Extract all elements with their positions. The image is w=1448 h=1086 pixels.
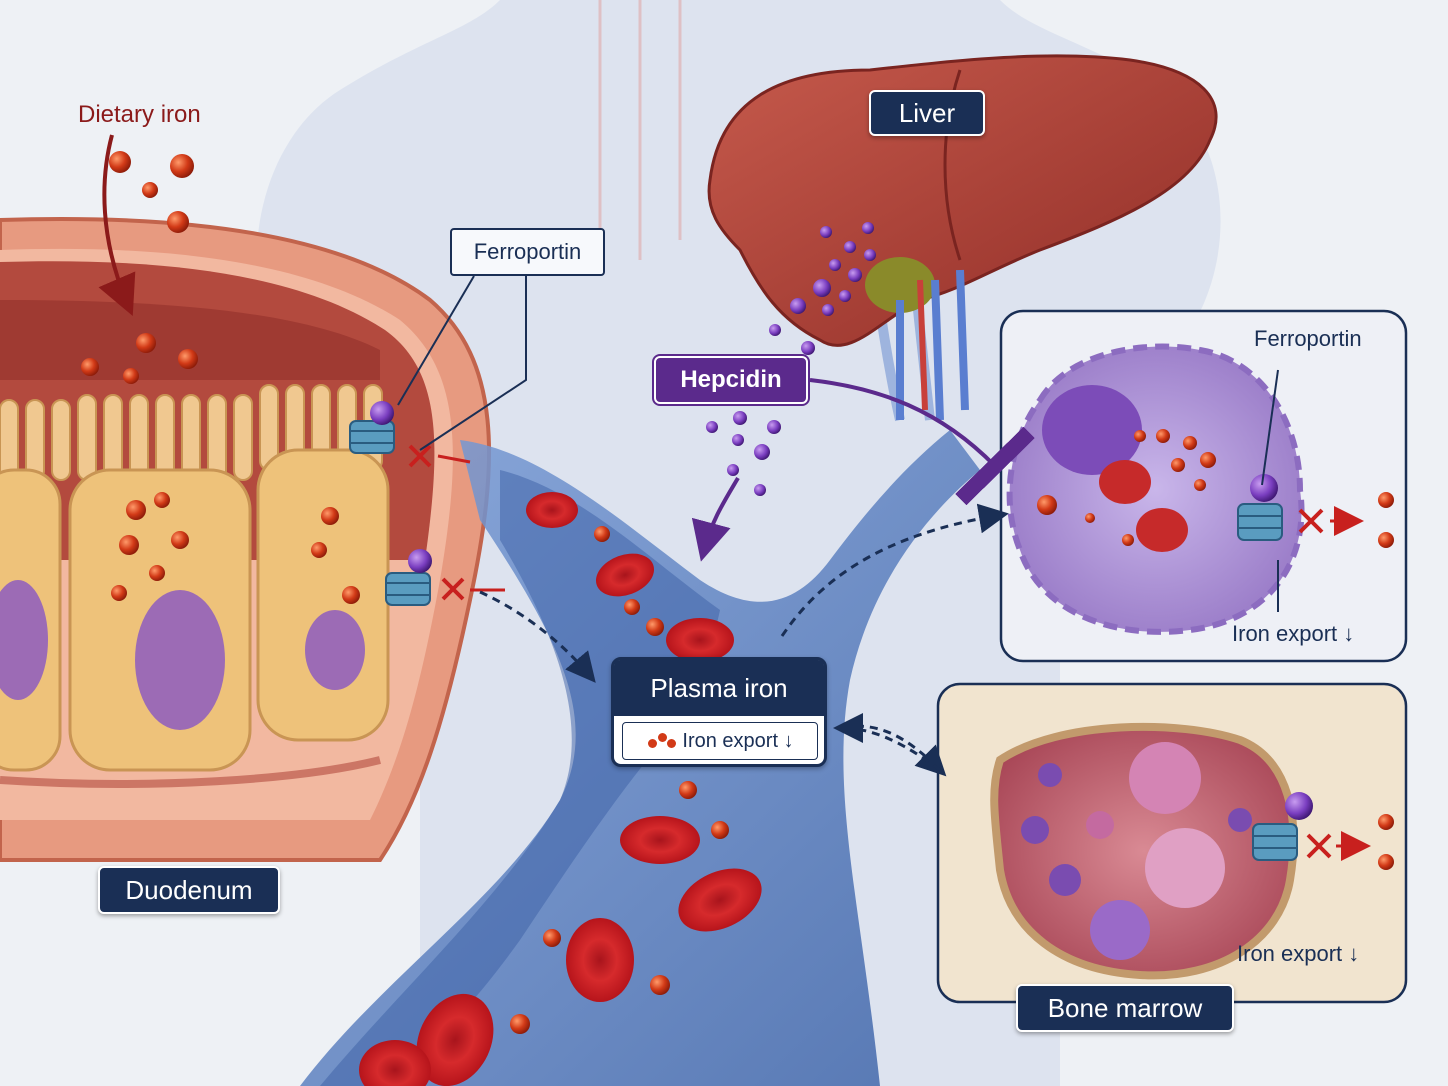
ferroportin-macrophage-label: Ferroportin: [1254, 326, 1362, 351]
blocked-export-arrows: [437, 454, 1371, 861]
liver-illustration: [707, 54, 1218, 421]
plasma-iron-title: Plasma iron: [614, 660, 824, 716]
macrophage-iron-export-label: Iron export ↓: [1232, 621, 1355, 646]
bone-marrow-label: Bone marrow: [1016, 984, 1234, 1032]
duodenum-illustration: [0, 216, 491, 862]
ferroportin-duodenum-label: Ferroportin: [450, 228, 605, 276]
plasma-iron-box: Plasma iron Iron export ↓: [611, 657, 827, 767]
hepcidin-molecules: [706, 222, 876, 496]
hepcidin-inhibition-line: [809, 378, 1035, 506]
ferroportin-channel-icon: [349, 401, 1313, 861]
liver-label: Liver: [869, 90, 985, 136]
hepcidin-label: Hepcidin: [654, 356, 808, 404]
bone-marrow-panel: [936, 682, 1408, 1004]
iron-flow-arrows: [479, 503, 1009, 777]
red-blood-cells: [359, 492, 762, 1086]
plasma-iron-export-label: Iron export ↓: [682, 729, 794, 752]
x-block-icon: [408, 444, 1332, 859]
macrophage-panel: [999, 309, 1408, 663]
marrow-iron-export-label: Iron export ↓: [1237, 941, 1360, 966]
dietary-iron-particles: [81, 151, 360, 604]
label-pointer-lines: [397, 275, 1279, 612]
plasma-iron-particles: [510, 526, 729, 1034]
marrow-iron-particles: [1378, 814, 1394, 870]
iron-particle-icon: [646, 731, 677, 751]
plasma-iron-export-badge: Iron export ↓: [622, 722, 818, 760]
duodenum-label: Duodenum: [98, 866, 280, 914]
hepcidin-to-plasma-arrow: [691, 476, 740, 562]
dietary-iron-label: Dietary iron: [78, 101, 201, 128]
dietary-iron-arrow: [98, 134, 136, 317]
macrophage-iron-particles: [1037, 429, 1394, 548]
